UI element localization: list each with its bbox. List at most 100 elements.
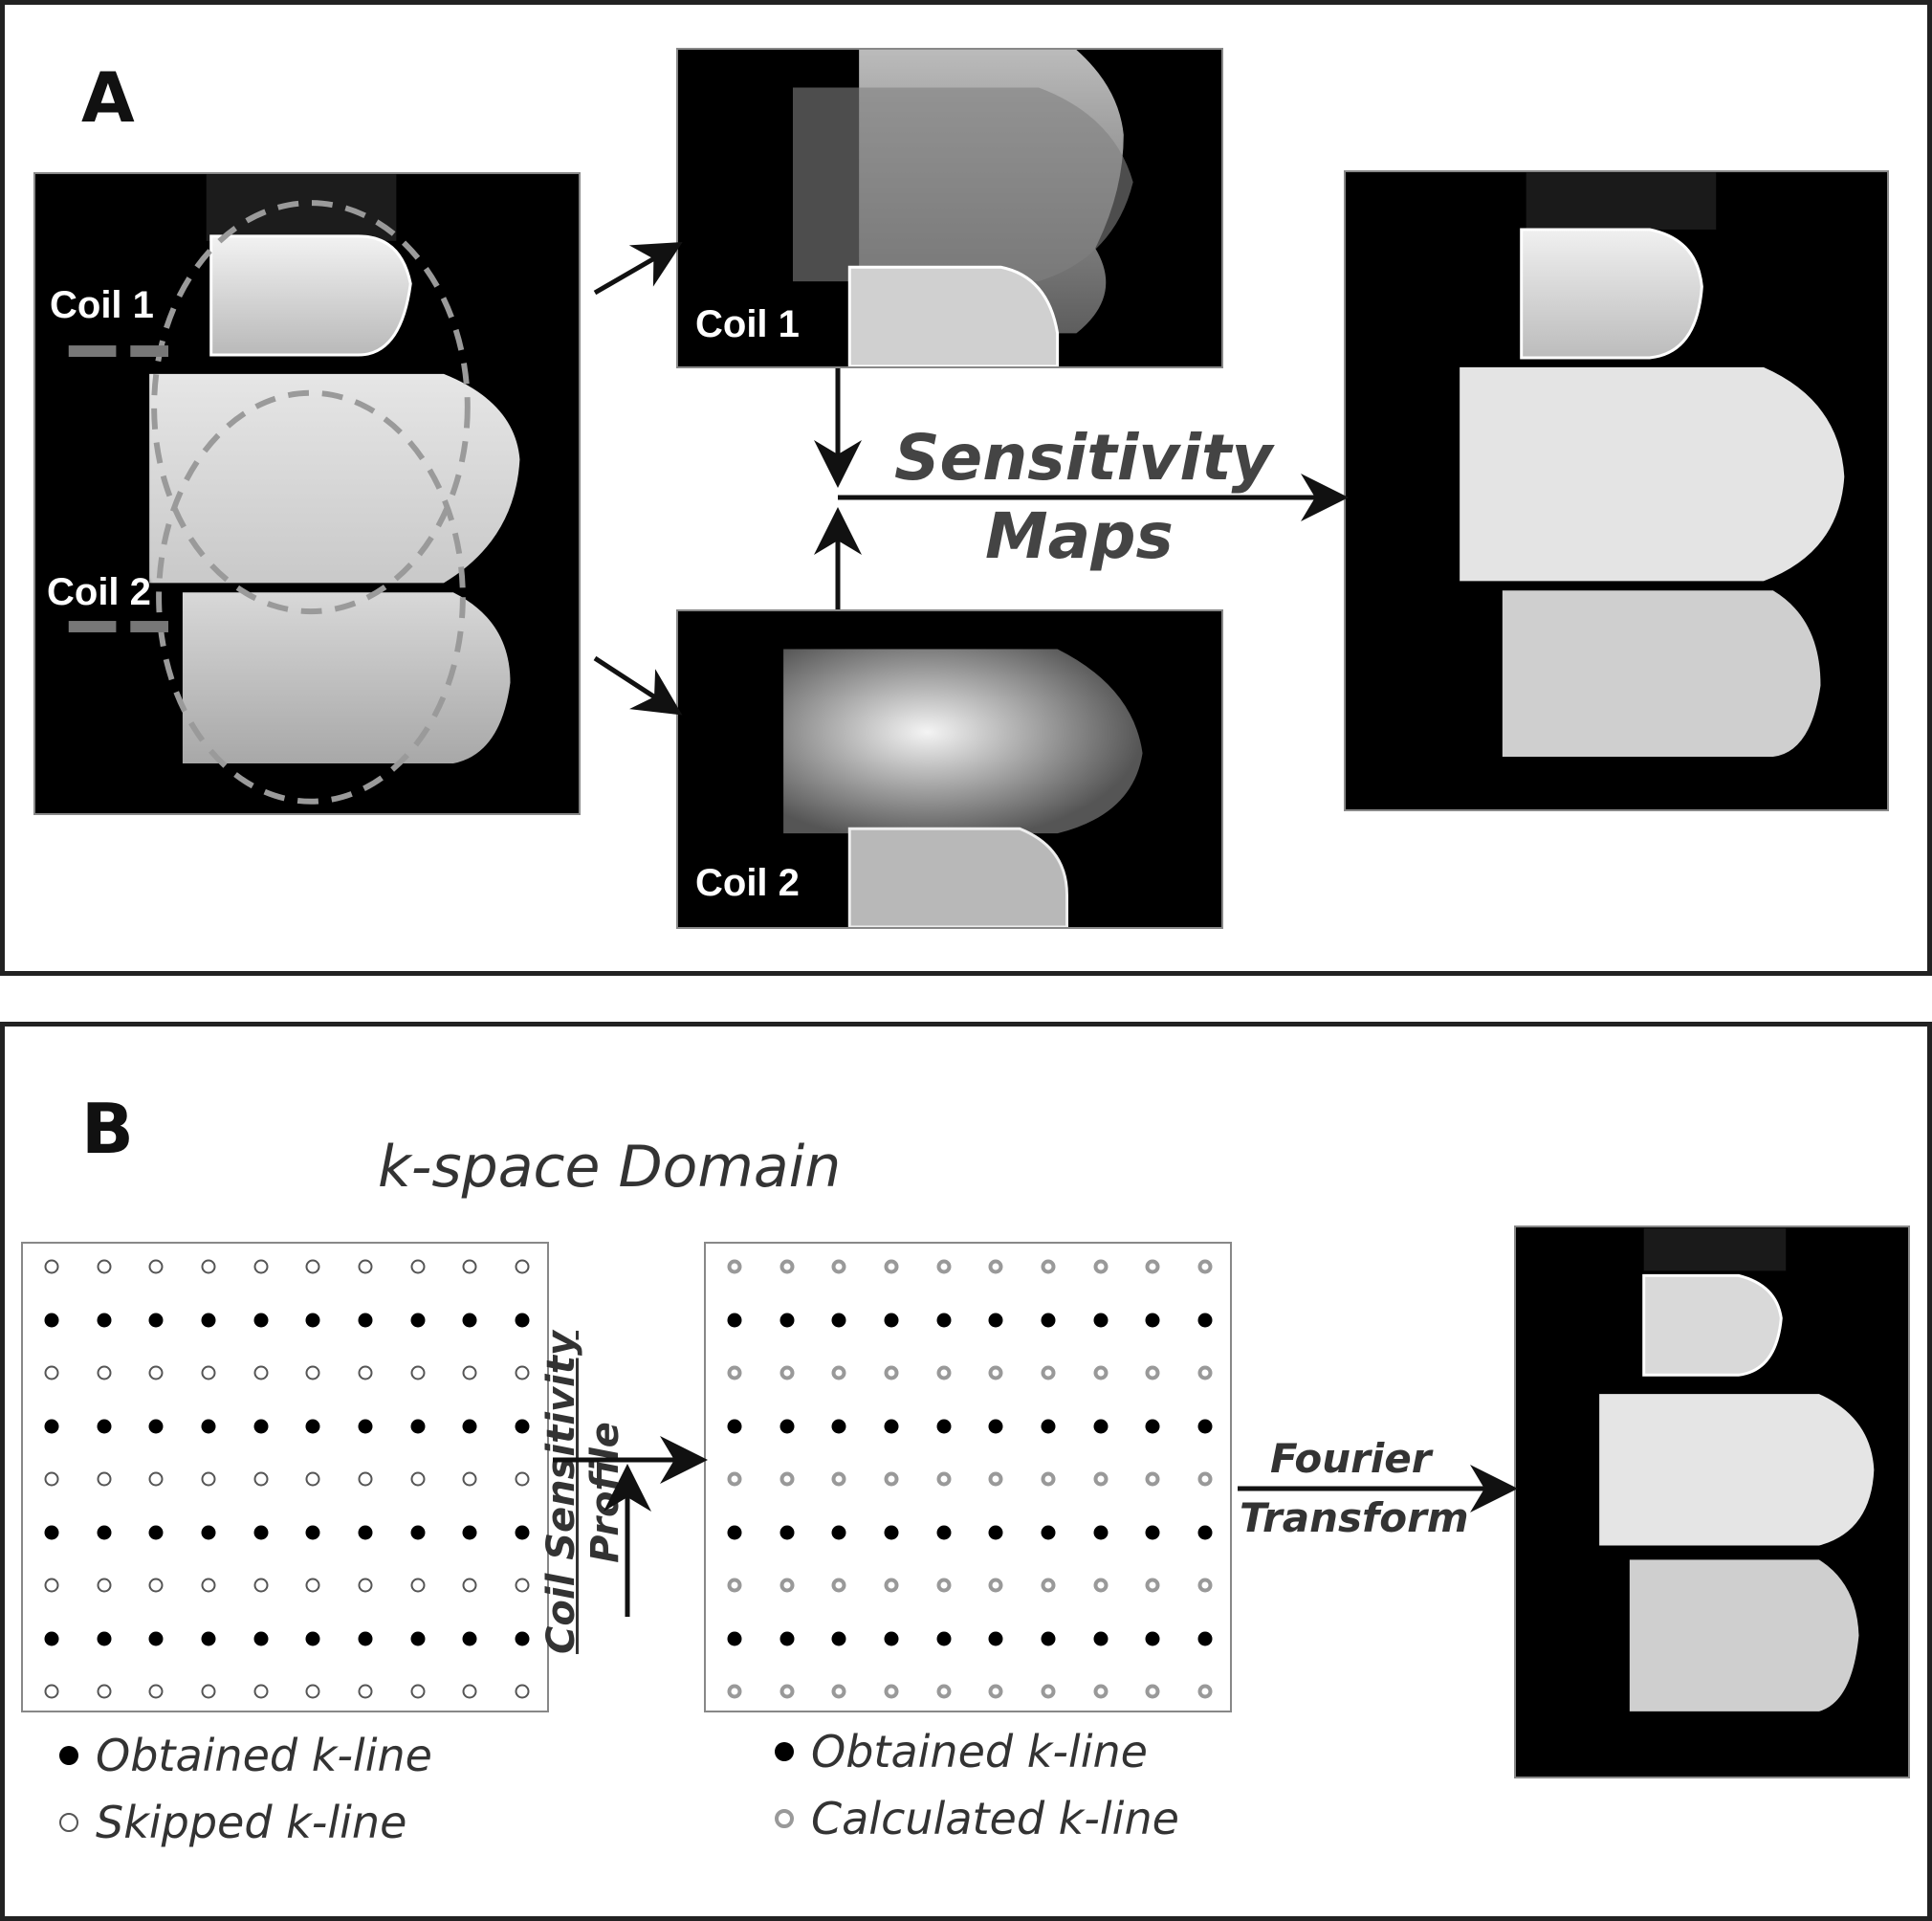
k-space-dot-filled [201,1419,216,1433]
k-space-dot-empty [410,1471,426,1487]
k-space-dot-filled [1197,1313,1213,1327]
k-space-dot-filled [305,1525,320,1539]
k-space-dot-filled [936,1525,952,1539]
k-space-dot-filled [410,1631,426,1645]
k-space-dot-filled [1041,1631,1056,1645]
k-space-dot-filled [779,1525,795,1539]
k-space-dot-filled [305,1631,320,1645]
k-space-dot-filled [1145,1525,1160,1539]
k-space-dot-calc [1145,1365,1160,1380]
k-space-dot-empty [148,1578,164,1593]
k-space-dot-calc [884,1471,899,1487]
k-space-dot-filled [1093,1525,1109,1539]
k-space-dot-empty [148,1471,164,1487]
k-space-dot-filled [148,1313,164,1327]
k-space-dot-filled [305,1313,320,1327]
k-space-dot-calc [884,1684,899,1699]
k-space-dot-filled [97,1313,112,1327]
k-space-dot-filled [1041,1525,1056,1539]
k-space-dot-calc [884,1365,899,1380]
sensitivity-maps-line-2: Maps [985,499,1174,573]
map-coil-2-label: Coil 2 [695,862,800,904]
k-space-dot-filled [779,1631,795,1645]
coil-2-map-drawing [783,649,1143,927]
k-space-dot-filled [1093,1631,1109,1645]
legend-marker-filled [775,1742,794,1761]
reconstructed-image-a [1344,170,1889,811]
reconstructed-image-b [1514,1225,1910,1778]
k-space-dot-filled [44,1525,59,1539]
k-space-dot-calc [884,1259,899,1274]
k-space-dot-empty [201,1578,216,1593]
k-space-dot-calc [1145,1578,1160,1593]
k-space-dot-filled [148,1525,164,1539]
k-space-dot-filled [201,1631,216,1645]
k-space-dot-empty [462,1259,477,1274]
k-space-dot-filled [831,1313,846,1327]
k-space-dot-calc [831,1684,846,1699]
k-space-dot-calc [1145,1259,1160,1274]
k-space-dot-filled [44,1313,59,1327]
k-space-dot-empty [515,1259,530,1274]
reconstructed-a-drawing [1460,172,1845,758]
k-space-dot-empty [462,1471,477,1487]
k-space-dot-filled [515,1313,530,1327]
k-space-dot-filled [727,1419,742,1433]
k-space-dot-filled [462,1313,477,1327]
k-space-dot-filled [779,1419,795,1433]
legend-label: Obtained k-line [811,1726,1148,1777]
k-space-dot-calc [727,1471,742,1487]
k-space-dot-calc [1197,1578,1213,1593]
k-space-grid-completed [704,1242,1232,1712]
k-space-dot-filled [97,1631,112,1645]
coil-profile-line-2: Profile [583,1422,627,1563]
k-space-dot-filled [779,1313,795,1327]
k-space-dot-empty [305,1365,320,1380]
k-space-dot-filled [462,1525,477,1539]
coil-1-map-drawing [792,50,1133,366]
k-space-dot-calc [936,1578,952,1593]
k-space-dot-calc [936,1365,952,1380]
k-space-dot-empty [305,1259,320,1274]
k-space-dot-empty [253,1259,269,1274]
k-space-dot-filled [936,1631,952,1645]
k-space-dot-calc [988,1684,1003,1699]
k-space-dot-filled [1093,1419,1109,1433]
k-space-dot-empty [515,1471,530,1487]
k-space-dot-empty [515,1578,530,1593]
k-space-dot-filled [462,1631,477,1645]
k-space-dot-empty [97,1471,112,1487]
legend-item: Skipped k-line [59,1797,406,1848]
k-space-dot-empty [358,1365,373,1380]
k-space-dot-filled [936,1313,952,1327]
k-space-dot-empty [44,1684,59,1699]
k-space-dot-calc [1197,1471,1213,1487]
k-space-dot-filled [831,1631,846,1645]
k-space-dot-calc [779,1365,795,1380]
k-space-dot-empty [462,1684,477,1699]
k-space-dot-calc [1041,1259,1056,1274]
k-space-dot-filled [727,1313,742,1327]
k-space-dot-calc [1197,1259,1213,1274]
k-space-dot-filled [727,1525,742,1539]
k-space-dot-calc [779,1684,795,1699]
k-space-dot-empty [97,1259,112,1274]
legend-marker-calc [775,1809,794,1828]
k-space-dot-calc [1145,1471,1160,1487]
k-space-dot-empty [410,1365,426,1380]
k-space-dot-calc [831,1471,846,1487]
panel-b-letter: B [81,1089,134,1169]
k-space-dot-empty [44,1471,59,1487]
k-space-dot-empty [410,1684,426,1699]
k-space-dot-filled [831,1525,846,1539]
k-space-dot-filled [358,1419,373,1433]
sensitivity-maps-line-1: Sensitivity [894,421,1273,495]
k-space-dot-filled [201,1313,216,1327]
k-space-dot-empty [358,1578,373,1593]
k-space-dot-filled [727,1631,742,1645]
k-space-dot-calc [1197,1684,1213,1699]
k-space-dot-calc [831,1259,846,1274]
k-space-dot-filled [515,1419,530,1433]
k-space-dot-filled [1041,1313,1056,1327]
k-space-dot-filled [1093,1313,1109,1327]
